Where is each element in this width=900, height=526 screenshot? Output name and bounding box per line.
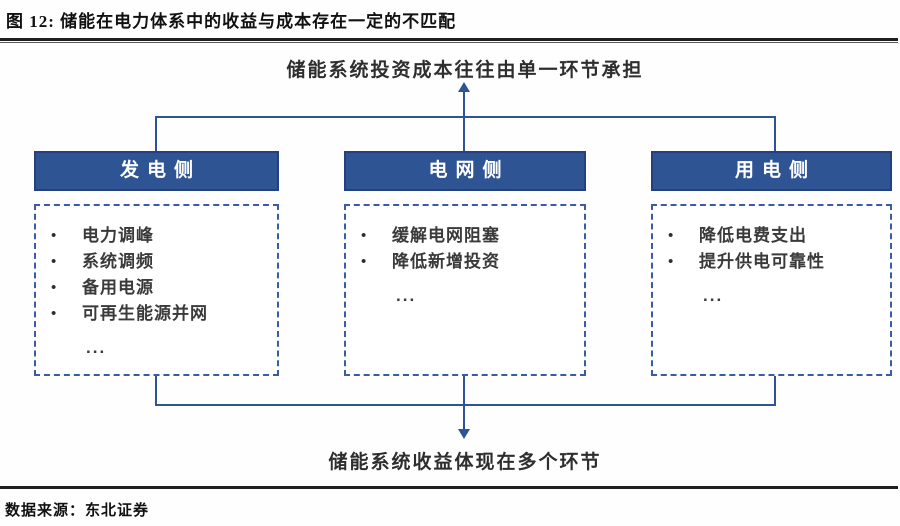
bullet-icon: •	[668, 254, 675, 270]
list-item-label: 可再生能源并网	[82, 304, 208, 323]
ellipsis-more: ...	[396, 286, 417, 305]
list-item: • 提升供电可靠性	[653, 249, 890, 275]
top-left-drop-line	[155, 116, 157, 152]
bottom-center-connector-line	[463, 404, 465, 430]
bottom-right-drop-line	[774, 376, 776, 406]
bullet-icon: •	[51, 280, 58, 296]
list-item-label: 降低新增投资	[392, 252, 500, 271]
column-header-consumption-side: 用电侧	[651, 151, 892, 191]
bottom-flow-label: 储能系统收益体现在多个环节	[328, 452, 602, 473]
list-item: • 可再生能源并网	[36, 301, 277, 327]
list-item-label: 系统调频	[82, 252, 154, 271]
title-divider-line	[0, 38, 898, 43]
down-arrowhead-icon	[458, 429, 470, 439]
list-item-label: 备用电源	[82, 278, 154, 297]
up-arrowhead-icon	[458, 82, 470, 92]
top-right-drop-line	[774, 116, 776, 152]
bullet-icon: •	[51, 306, 58, 322]
list-item: • 备用电源	[36, 275, 277, 301]
panel-consumption-side: • 降低电费支出 • 提升供电可靠性 ...	[651, 204, 892, 376]
list-item: • 系统调频	[36, 249, 277, 275]
bullet-icon: •	[51, 254, 58, 270]
top-center-connector-line	[463, 91, 465, 152]
list-item-label: 降低电费支出	[699, 226, 807, 245]
column-header-generation-side: 发电侧	[34, 151, 279, 191]
bottom-center-drop-line	[463, 376, 465, 406]
figure-bottom-line	[0, 486, 898, 489]
column-header-grid-side: 电网侧	[344, 151, 586, 191]
top-flow-label: 储能系统投资成本往往由单一环节承担	[286, 60, 644, 81]
bottom-bracket-line	[155, 404, 776, 406]
list-item: • 缓解电网阻塞	[346, 223, 584, 249]
bullet-icon: •	[361, 254, 368, 270]
top-bracket-line	[155, 116, 776, 118]
bottom-left-drop-line	[155, 376, 157, 406]
panel-grid-side: • 缓解电网阻塞 • 降低新增投资 ...	[344, 204, 586, 376]
bullet-icon: •	[668, 228, 675, 244]
list-item-label: 提升供电可靠性	[699, 252, 825, 271]
list-item-label: 缓解电网阻塞	[392, 226, 500, 245]
panel-generation-side: • 电力调峰 • 系统调频 • 备用电源 • 可再生能源并网 ...	[34, 204, 279, 376]
bullet-icon: •	[361, 228, 368, 244]
data-source-caption: 数据来源：东北证券	[5, 503, 150, 519]
ellipsis-more: ...	[86, 338, 107, 357]
list-item: • 电力调峰	[36, 223, 277, 249]
bullet-icon: •	[51, 228, 58, 244]
list-item: • 降低电费支出	[653, 223, 890, 249]
list-item-label: 电力调峰	[82, 226, 154, 245]
figure-title: 图 12: 储能在电力体系中的收益与成本存在一定的不匹配	[6, 12, 457, 31]
ellipsis-more: ...	[703, 286, 724, 305]
list-item: • 降低新增投资	[346, 249, 584, 275]
